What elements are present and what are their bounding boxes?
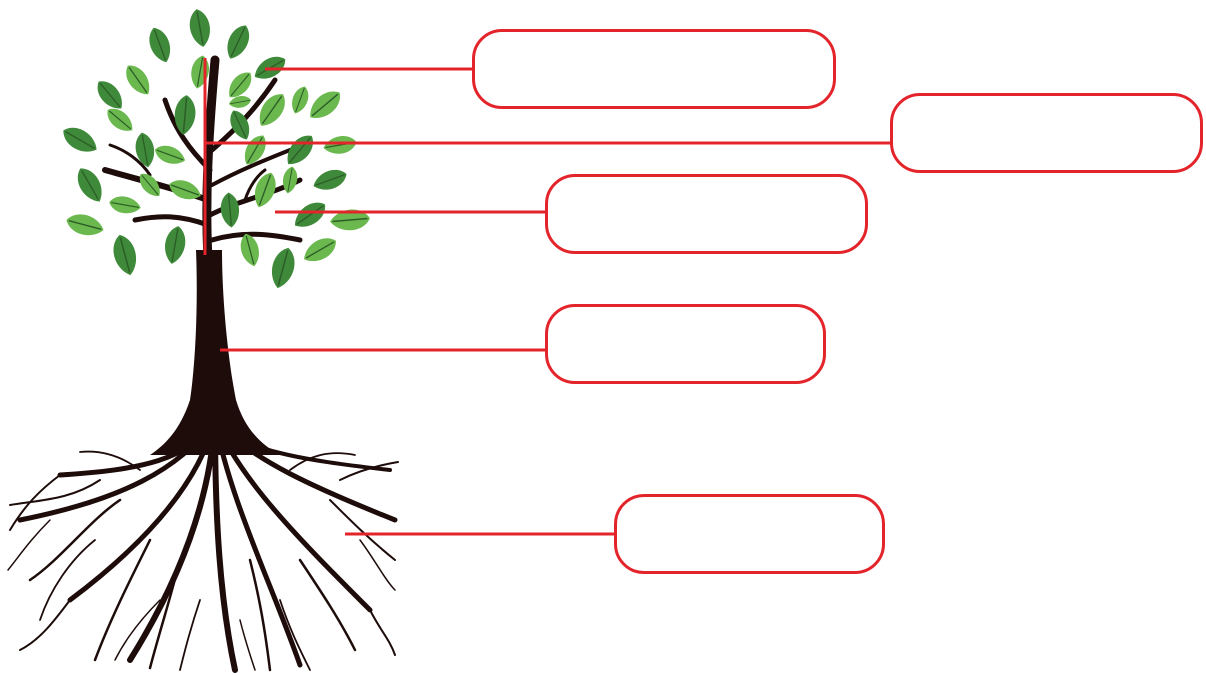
label-box-branches[interactable] xyxy=(545,174,868,254)
label-box-roots[interactable] xyxy=(614,494,885,574)
label-box-stem[interactable] xyxy=(890,93,1203,173)
tree-trunk xyxy=(150,250,280,455)
tree-roots xyxy=(8,420,398,670)
label-box-leaves[interactable] xyxy=(472,29,836,109)
label-box-trunk[interactable] xyxy=(545,304,826,384)
tree-branches xyxy=(105,60,300,260)
